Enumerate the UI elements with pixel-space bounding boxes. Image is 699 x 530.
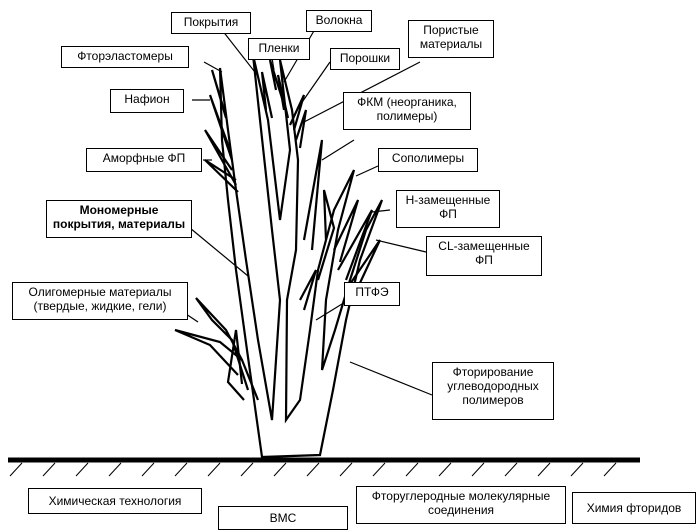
label-coatings: Покрытия bbox=[171, 12, 251, 34]
label-fluorination-line3: полимеров bbox=[462, 393, 524, 407]
label-monomeric: Мономерные покрытия, материалы bbox=[46, 200, 192, 238]
label-porous-line1: Пористые bbox=[423, 23, 479, 37]
label-oligomeric: Олигомерные материалы (твердые, жидкие, … bbox=[12, 282, 188, 320]
leader-lines bbox=[179, 23, 433, 396]
label-fluoroelastomers: Фторэластомеры bbox=[61, 46, 189, 68]
label-h-substituted-line1: Н-замещенные bbox=[405, 193, 491, 207]
label-pcm-line1: ФКМ (неорганика, bbox=[357, 95, 457, 109]
label-chem-tech: Химическая технология bbox=[28, 488, 202, 514]
label-fluorocarbon-line2: соединения bbox=[427, 503, 495, 517]
tree-branches bbox=[174, 59, 381, 401]
label-h-substituted: Н-замещенные ФП bbox=[396, 190, 500, 228]
label-pcm-line2: полимеры) bbox=[376, 109, 438, 123]
label-fluorocarbon: Фторуглеродные молекулярные соединения bbox=[356, 486, 566, 524]
ground-hatching bbox=[9, 462, 617, 477]
label-fluorocarbon-line1: Фторуглеродные молекулярные bbox=[371, 489, 551, 503]
label-fluorination: Фторирование углеводородных полимеров bbox=[432, 362, 554, 420]
label-oligomeric-line2: (твердые, жидкие, гели) bbox=[33, 299, 167, 313]
label-amorphous-fp: Аморфные ФП bbox=[86, 148, 202, 172]
label-cl-substituted-line1: CL-замещенные bbox=[438, 239, 530, 253]
label-copolymers: Сополимеры bbox=[378, 148, 478, 172]
label-ptfe: ПТФЭ bbox=[344, 282, 400, 306]
label-fibers: Волокна bbox=[306, 10, 372, 32]
label-films: Пленки bbox=[248, 38, 310, 60]
label-vms: ВМС bbox=[218, 506, 348, 530]
label-fluoride-chem: Химия фторидов bbox=[572, 492, 696, 524]
label-cl-substituted-line2: ФП bbox=[475, 253, 493, 267]
label-fluorination-line1: Фторирование bbox=[452, 365, 534, 379]
label-cl-substituted: CL-замещенные ФП bbox=[426, 236, 542, 276]
label-fluorination-line2: углеводородных bbox=[447, 379, 539, 393]
label-monomeric-line2: покрытия, материалы bbox=[52, 217, 186, 231]
label-nafion: Нафион bbox=[110, 89, 184, 113]
label-powders: Порошки bbox=[330, 48, 400, 70]
label-monomeric-line1: Мономерные bbox=[79, 203, 159, 217]
label-porous-line2: материалы bbox=[419, 37, 483, 51]
label-h-substituted-line2: ФП bbox=[439, 207, 457, 221]
tree-trunk bbox=[218, 54, 384, 459]
label-pcm: ФКМ (неорганика, полимеры) bbox=[343, 92, 471, 130]
label-oligomeric-line1: Олигомерные материалы bbox=[28, 285, 172, 299]
label-porous: Пористые материалы bbox=[408, 20, 494, 58]
